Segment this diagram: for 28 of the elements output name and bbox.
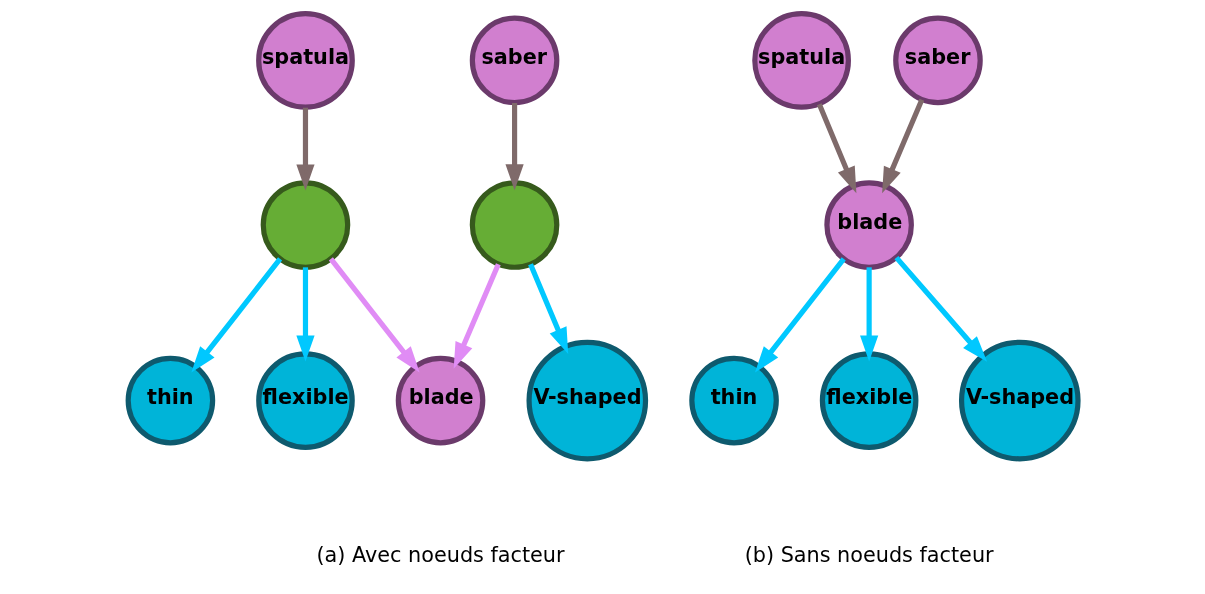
node-circle: spatula bbox=[751, 11, 851, 110]
node-circle: thin bbox=[125, 355, 215, 446]
node-circle: saber bbox=[469, 15, 559, 106]
arrow bbox=[453, 263, 501, 369]
node-circle bbox=[469, 180, 559, 270]
arrow bbox=[295, 267, 315, 362]
node-circle: V-shaped bbox=[958, 339, 1081, 462]
arrow bbox=[859, 267, 878, 362]
arrow bbox=[527, 263, 568, 354]
arrow bbox=[816, 103, 856, 194]
node-circle: blade bbox=[395, 355, 485, 446]
arrow bbox=[328, 257, 420, 373]
arrow bbox=[190, 257, 282, 373]
arrow bbox=[504, 103, 524, 191]
label: (b) Sans noeuds facteur bbox=[744, 543, 994, 568]
node-circle: spatula bbox=[255, 11, 355, 110]
node-circle: blade bbox=[823, 180, 914, 270]
node-circle: flexible bbox=[819, 351, 918, 450]
node-circle: V-shaped bbox=[526, 339, 648, 462]
arrow bbox=[893, 255, 987, 362]
label: (a) Avec noeuds facteur bbox=[316, 543, 565, 568]
arrow bbox=[754, 257, 846, 373]
arrow bbox=[881, 98, 924, 194]
node-circle: thin bbox=[688, 355, 779, 446]
node-circle: flexible bbox=[255, 351, 355, 450]
node-circle: saber bbox=[892, 15, 983, 106]
node-circle bbox=[260, 180, 350, 270]
arrow bbox=[295, 107, 315, 191]
